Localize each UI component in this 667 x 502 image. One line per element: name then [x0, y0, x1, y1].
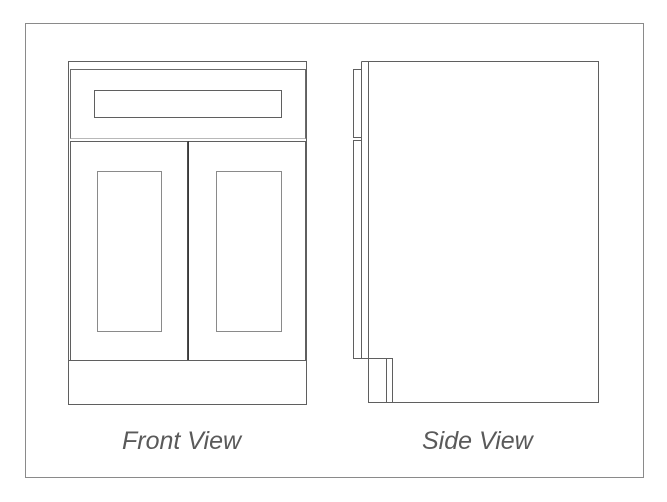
door-profile [353, 140, 362, 359]
front-view [68, 61, 307, 405]
right-door-panel [216, 171, 282, 332]
left-door [70, 141, 188, 361]
left-door-panel [97, 171, 162, 332]
drawer-panel [94, 90, 282, 118]
side-view-caption: Side View [422, 427, 533, 455]
right-door [188, 141, 306, 361]
drawer-front-profile [353, 69, 362, 138]
carcass [68, 61, 307, 405]
cabinet-side [368, 61, 599, 403]
drawer-front [70, 69, 306, 139]
front-view-caption: Front View [122, 427, 242, 455]
side-view [353, 61, 599, 403]
drawing-frame [25, 23, 644, 478]
toe-kick-recess [386, 358, 393, 403]
